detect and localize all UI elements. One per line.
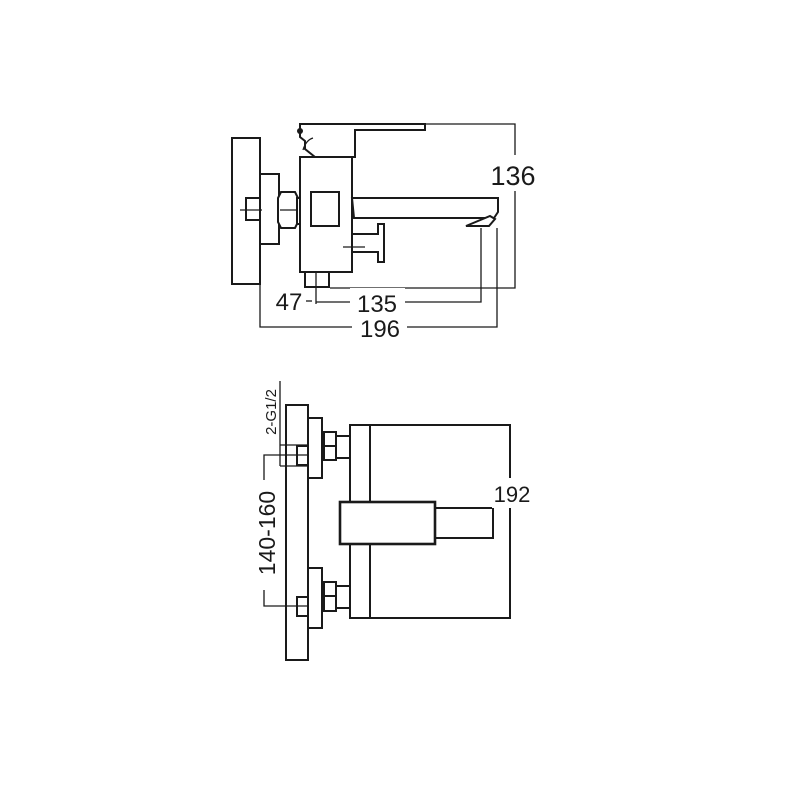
lower-flange (307, 567, 323, 629)
front-view: 2-G1/2 140-160 192 (250, 381, 534, 661)
aerator (465, 214, 497, 227)
wall-flange (259, 173, 280, 245)
wall-section (285, 404, 309, 661)
lever-block (338, 500, 437, 546)
dim-length-196: 196 (360, 316, 400, 343)
dim-offset-47: 47 (276, 289, 303, 316)
lever-handle (299, 123, 426, 158)
dim-thread: 2-G1/2 (263, 389, 280, 435)
spout (350, 197, 499, 219)
lever-extension (434, 507, 494, 539)
diverter-knob (351, 223, 385, 263)
dim-height-136: 136 (490, 161, 535, 191)
lower-nut (323, 581, 337, 612)
connector-block (310, 191, 340, 227)
upper-nut (323, 431, 337, 461)
dim-height-192: 192 (494, 482, 531, 507)
dim-centers: 140-160 (254, 491, 280, 575)
dim-reach-135: 135 (357, 291, 397, 318)
side-view: 136 135 47 196 (231, 123, 540, 343)
bottom-stub (304, 271, 330, 288)
inlet-pipe (245, 197, 261, 221)
upper-flange (307, 417, 323, 479)
